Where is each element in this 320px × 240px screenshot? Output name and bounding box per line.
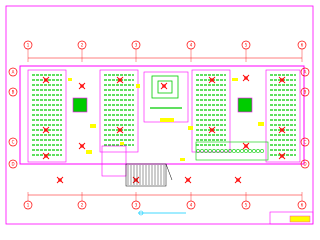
corridor-pattern — [196, 149, 264, 153]
room-4 — [265, 69, 301, 163]
row-axis-label: D — [303, 162, 306, 167]
row-axis-label: D — [11, 162, 14, 167]
row-axis-label: A — [12, 70, 15, 75]
stair — [101, 145, 173, 187]
column-axis-label: 2 — [81, 203, 84, 208]
ceiling-light-icon — [278, 76, 286, 84]
sheet-border — [5, 5, 314, 225]
row-axis-bubble-D: D — [8, 159, 18, 169]
ceiling-light-icon — [208, 126, 216, 134]
row-axis-label: A — [304, 70, 307, 75]
column-axis-label: 4 — [190, 43, 193, 48]
column-axis-bubble-3: 3 — [131, 40, 141, 62]
row-axis-bubble-D: D — [300, 159, 310, 169]
column-axis-label: 6 — [301, 43, 304, 48]
column-axis-bubble-2: 2 — [77, 192, 87, 210]
row-axis-label: B — [304, 90, 307, 95]
column-axis-bubble-5: 5 — [241, 192, 251, 210]
cad-floor-plan: 1 1 2 2 3 3 4 4 5 5 6 6 A A B B C C D D — [5, 5, 314, 225]
row-axis-label: C — [12, 140, 15, 145]
row-axis-bubble-C: C — [300, 137, 310, 147]
row-axis-bubble-C: C — [8, 137, 18, 147]
feature-square-left — [72, 97, 88, 113]
room-1 — [27, 69, 67, 163]
column-axis-bubble-4: 4 — [186, 40, 196, 62]
ceiling-light-icon — [56, 176, 64, 184]
ceiling-light-icon — [42, 126, 50, 134]
column-axis-label: 1 — [27, 43, 30, 48]
ceiling-plan-drawing: 1 1 2 2 3 3 4 4 5 5 6 6 A A B B C C D D — [5, 5, 314, 225]
row-axis-bubble-A: A — [8, 67, 18, 77]
ceiling-light-icon — [242, 74, 250, 82]
row-axis-bubble-A: A — [300, 67, 310, 77]
ceiling-light-icon — [42, 76, 50, 84]
ceiling-light-icon — [160, 82, 168, 90]
corridor-band — [195, 141, 269, 161]
ceiling-light-icon — [78, 142, 86, 150]
row-axis-label: B — [12, 90, 15, 95]
column-axis-label: 3 — [135, 43, 138, 48]
ceiling-light-icon — [208, 76, 216, 84]
row-axis-bubble-B: B — [8, 87, 18, 97]
yellow-accents — [68, 78, 264, 161]
title-block-fill — [289, 215, 311, 223]
column-axis-label: 5 — [245, 203, 248, 208]
ceiling-hatching — [32, 74, 296, 156]
row-axis-group: A A B B C C D D — [8, 67, 310, 169]
ceiling-light-icon — [242, 142, 250, 150]
ceiling-light-icon — [184, 176, 192, 184]
column-axis-bubble-6: 6 — [297, 40, 307, 62]
column-axis-bubble-1: 1 — [23, 40, 33, 62]
column-axis-bubble-2: 2 — [77, 40, 87, 62]
column-axis-group: 1 1 2 2 3 3 4 4 5 5 6 6 — [23, 40, 307, 210]
column-axis-label: 6 — [301, 203, 304, 208]
column-axis-bubble-1: 1 — [23, 192, 33, 210]
column-axis-label: 2 — [81, 43, 84, 48]
title-block — [269, 211, 314, 225]
column-axis-bubble-4: 4 — [186, 192, 196, 210]
column-axis-bubble-3: 3 — [131, 192, 141, 210]
column-axis-label: 4 — [190, 203, 193, 208]
room-2 — [99, 69, 139, 153]
scale-bar-marker — [138, 210, 144, 216]
ceiling-light-icon — [116, 126, 124, 134]
center-room — [143, 71, 189, 123]
row-axis-label: C — [304, 140, 307, 145]
column-axis-bubble-6: 6 — [297, 192, 307, 210]
column-axis-label: 5 — [245, 43, 248, 48]
column-axis-label: 1 — [27, 203, 30, 208]
ceiling-light-icon — [278, 126, 286, 134]
ceiling-light-icon — [42, 152, 50, 160]
ceiling-light-icon — [116, 76, 124, 84]
column-axis-label: 3 — [135, 203, 138, 208]
column-axis-bubble-5: 5 — [241, 40, 251, 62]
ceiling-light-icon — [78, 82, 86, 90]
row-axis-bubble-B: B — [300, 87, 310, 97]
light-fixtures — [42, 74, 286, 184]
ceiling-light-icon — [234, 176, 242, 184]
feature-square-right — [237, 97, 253, 113]
ceiling-light-icon — [278, 152, 286, 160]
